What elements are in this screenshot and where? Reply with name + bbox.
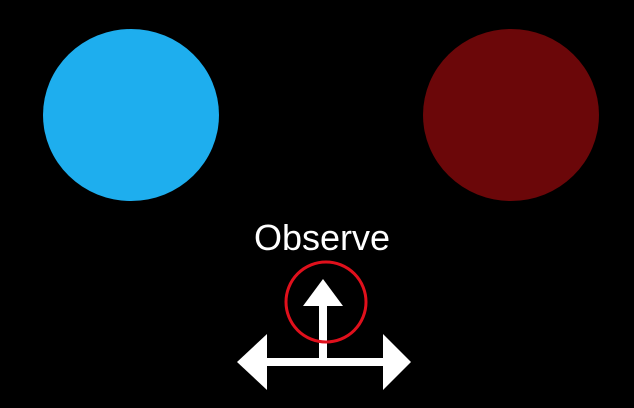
up-arrow-icon[interactable] — [303, 279, 343, 306]
right-arrow-icon[interactable] — [383, 334, 411, 390]
dark-red-circle — [423, 29, 599, 201]
up-arrow-highlight-ring — [284, 260, 368, 344]
vertical-arrow-shaft — [319, 302, 327, 362]
up-left-right-arrows-icon — [237, 279, 411, 390]
left-arrow-icon[interactable] — [237, 334, 267, 390]
blue-circle — [43, 29, 219, 201]
instruction-text: Observe — [253, 217, 391, 258]
